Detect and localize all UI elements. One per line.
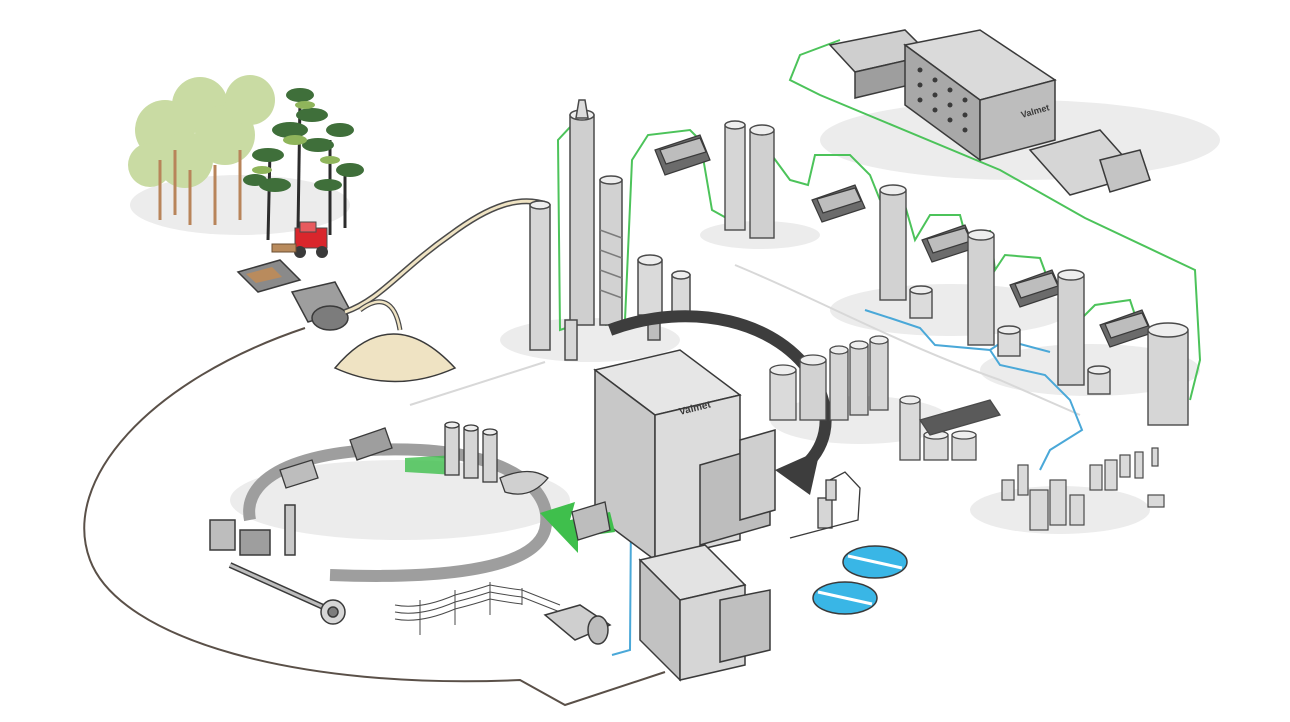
storage-tanks: [769, 335, 1002, 461]
power-line-icon: [394, 582, 561, 635]
paper-machine-icon: [828, 29, 1151, 196]
forest-icon: [128, 75, 364, 241]
lime-kiln-icon: [209, 504, 346, 625]
pulp-drying-complex: [1001, 447, 1165, 531]
harvester-icon: [271, 221, 328, 258]
process-ground-line: [83, 327, 666, 707]
causticizing-equipment: [279, 421, 611, 541]
wood-chipper-icon: [236, 259, 352, 331]
fiber-line: [556, 39, 1202, 401]
clarifier-icon: [812, 545, 908, 615]
chip-pile-icon: [333, 333, 457, 383]
evaporator-icon: [789, 471, 861, 539]
turbine-icon: [543, 604, 612, 645]
recovery-boiler-icon: [593, 349, 776, 682]
bleach-tower-icon: [724, 120, 1189, 426]
green-flow-arrow-2: [405, 455, 455, 475]
